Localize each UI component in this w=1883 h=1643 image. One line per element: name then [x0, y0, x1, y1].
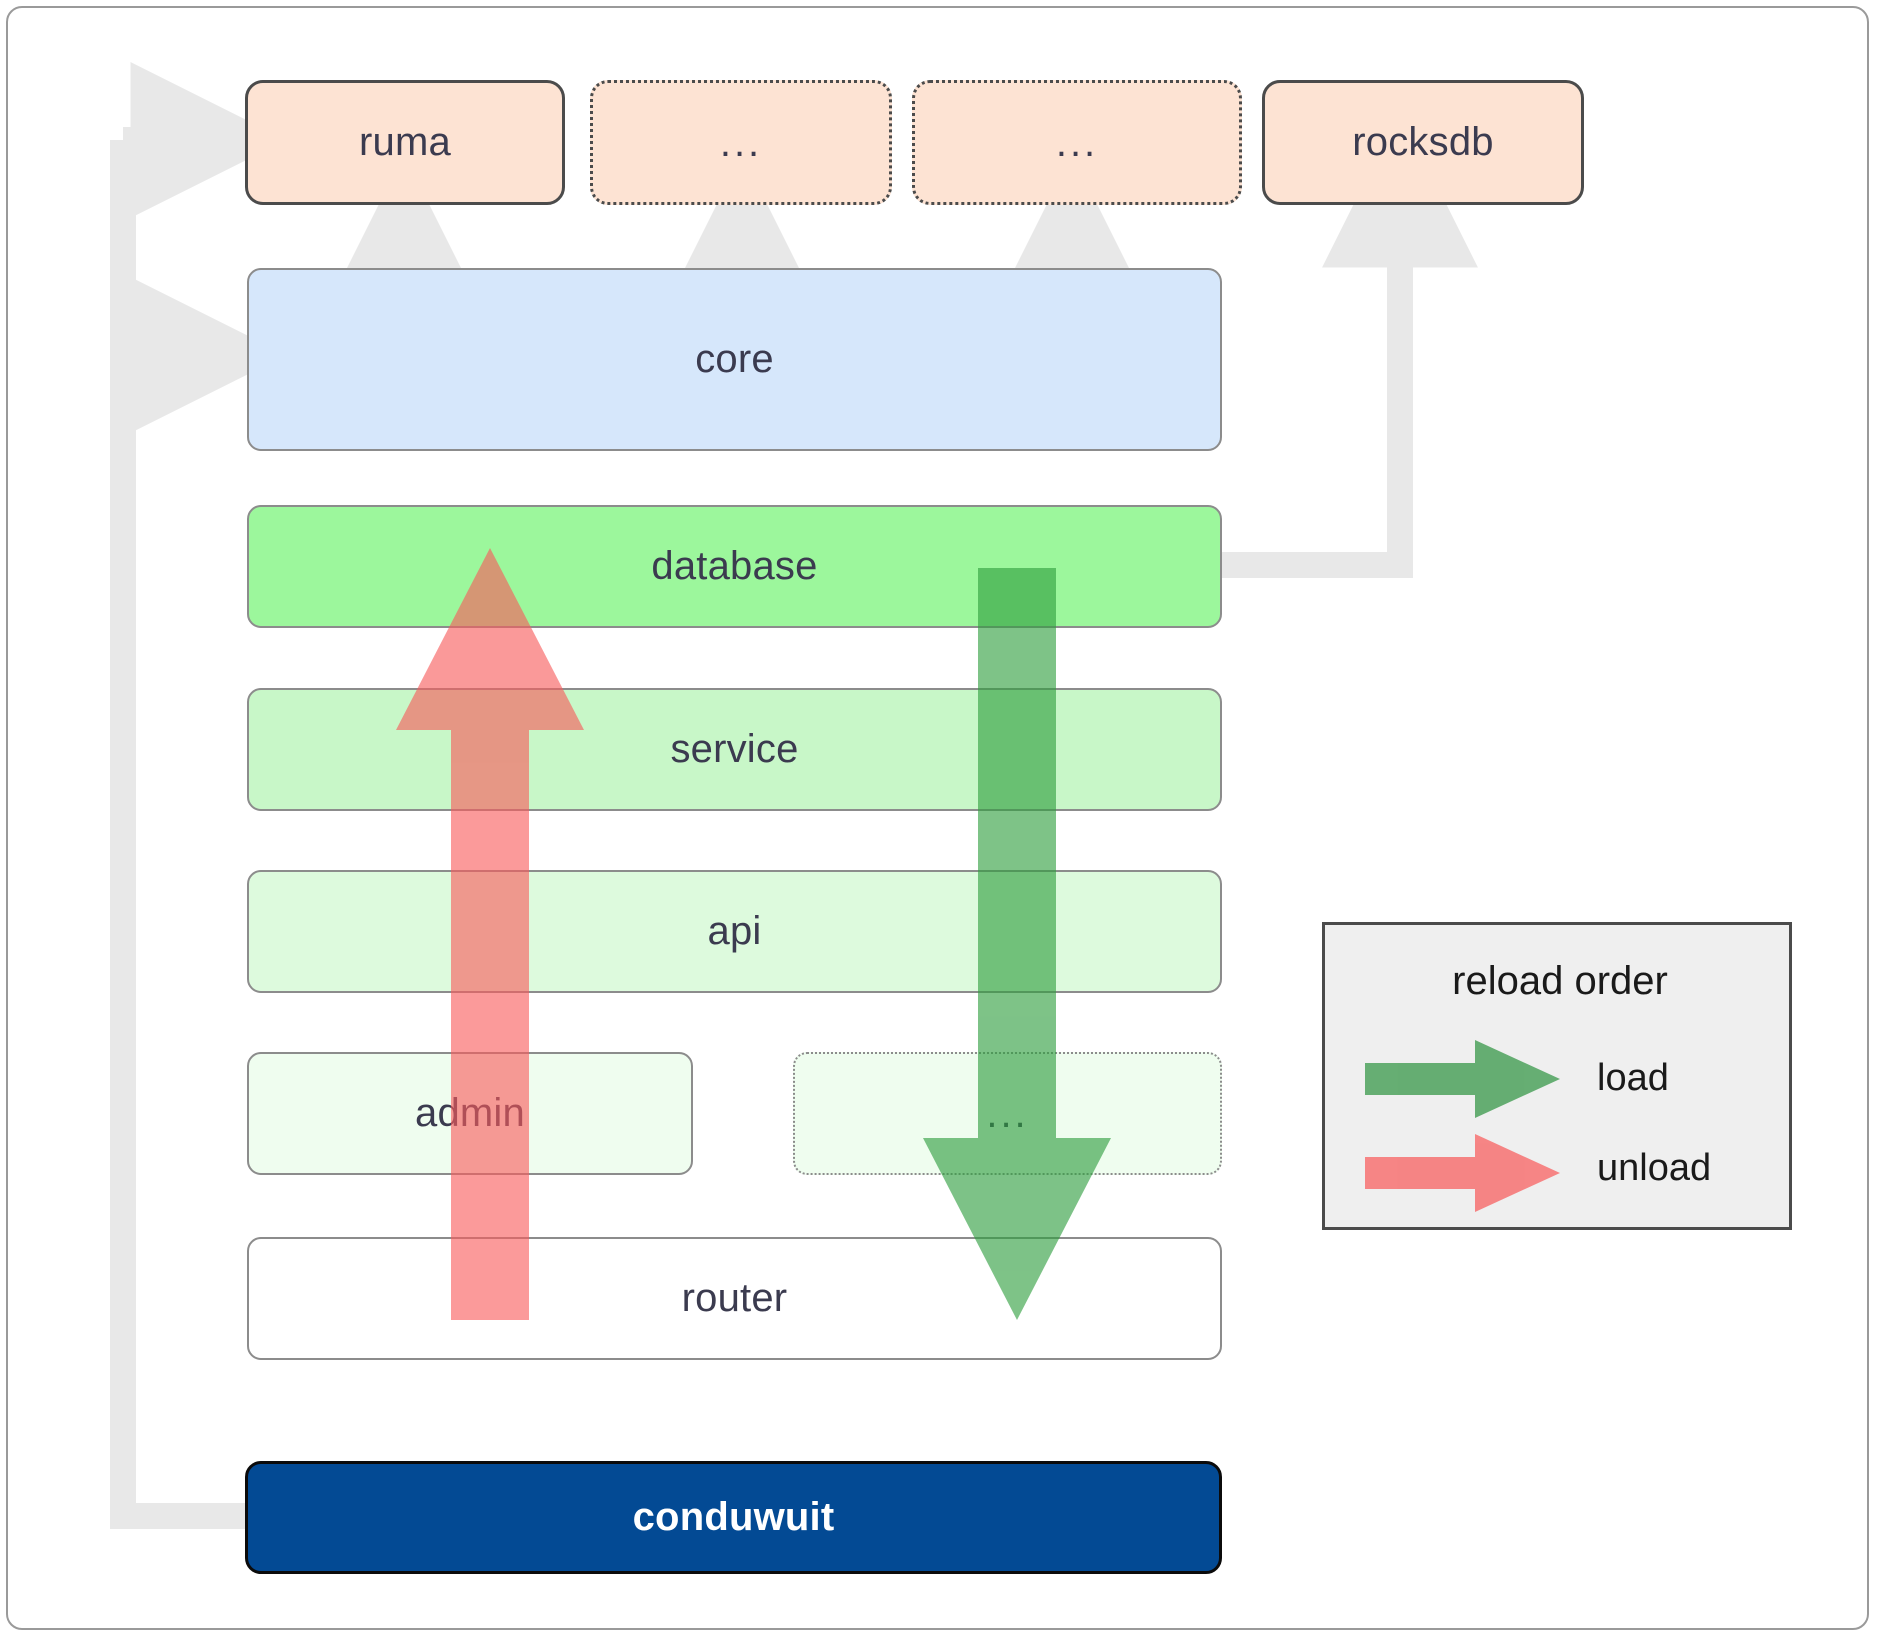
legend-label-load: load: [1597, 1057, 1669, 1099]
layer-box-api[interactable]: api: [247, 870, 1222, 993]
legend-arrow-icons: [1365, 1040, 1560, 1212]
layer-box-router[interactable]: router: [247, 1237, 1222, 1360]
dependency-box-2[interactable]: ...: [590, 80, 892, 205]
layer-box-database[interactable]: database: [247, 505, 1222, 628]
layer-box-core[interactable]: core: [247, 268, 1222, 451]
dependency-label-rocksdb: rocksdb: [1352, 120, 1494, 164]
layer-label-service: service: [670, 727, 799, 771]
layer-box-service[interactable]: service: [247, 688, 1222, 811]
layer-label-admin: admin: [415, 1091, 525, 1135]
layer-label-router: router: [681, 1276, 788, 1320]
legend-label-unload: unload: [1597, 1147, 1712, 1189]
legend-unload-arrow-icon: [1365, 1134, 1560, 1212]
legend-title: reload order: [1452, 959, 1668, 1003]
layer-box-admin[interactable]: admin: [247, 1052, 693, 1175]
layer-label-database: database: [651, 544, 818, 588]
dependency-box-ruma[interactable]: ruma: [245, 80, 565, 205]
layer-label-core: core: [695, 337, 774, 381]
layer-label-api: api: [707, 909, 762, 953]
diagram-frame: [6, 6, 1869, 1630]
dependency-label-3: ...: [1055, 120, 1099, 165]
legend-panel: reload order load unload: [1322, 922, 1792, 1230]
binary-box-conduwuit[interactable]: conduwuit: [245, 1461, 1222, 1574]
dependency-label-2: ...: [719, 120, 763, 165]
dependency-label-ruma: ruma: [359, 120, 451, 164]
dependency-box-3[interactable]: ...: [912, 80, 1242, 205]
binary-label-conduwuit: conduwuit: [632, 1495, 835, 1539]
legend-load-arrow-icon: [1365, 1040, 1560, 1118]
dependency-box-rocksdb[interactable]: rocksdb: [1262, 80, 1584, 205]
layer-box-more[interactable]: ...: [793, 1052, 1222, 1175]
layer-label-more: ...: [986, 1091, 1029, 1136]
